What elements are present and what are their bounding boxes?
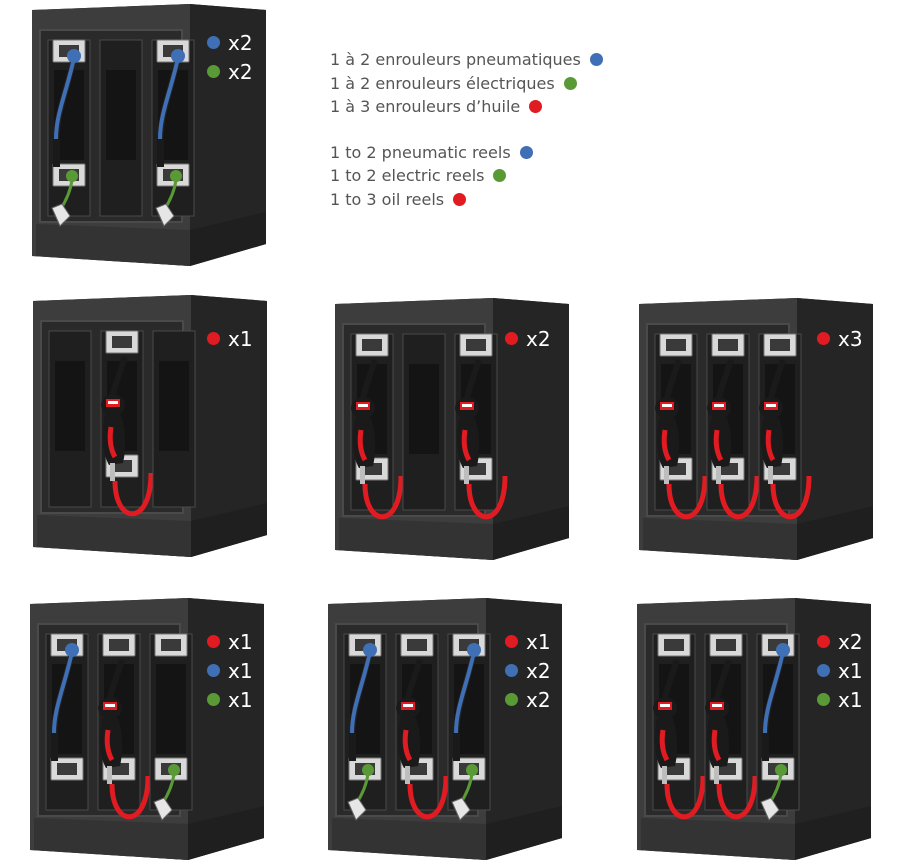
cabinet-config-6 (326, 598, 564, 866)
cabinet-config-1 (30, 4, 268, 272)
pneumatic-dot-icon (207, 36, 220, 49)
reel-count: x1 (207, 324, 253, 353)
reel-count-badges-4: x3 (817, 324, 863, 353)
legend-item-fr-oil: 1 à 3 enrouleurs d’huile (330, 95, 603, 119)
legend-label: 1 à 2 enrouleurs pneumatiques (330, 50, 581, 70)
electric-dot-icon (493, 169, 507, 183)
reel-count-badges-3: x2 (505, 324, 551, 353)
electric-dot-icon (817, 693, 830, 706)
reel-count: x1 (207, 627, 253, 656)
reel-count: x1 (817, 656, 863, 685)
reel-count: x2 (817, 627, 863, 656)
reel-count: x2 (505, 685, 551, 714)
oil-dot-icon (817, 635, 830, 648)
cabinet-config-4 (637, 298, 875, 566)
electric-dot-icon (207, 65, 220, 78)
legend-item-fr-pneumatic: 1 à 2 enrouleurs pneumatiques (330, 48, 603, 72)
oil-dot-icon (207, 332, 220, 345)
cabinet-config-2 (31, 295, 269, 563)
legend-label: 1 to 2 pneumatic reels (330, 142, 511, 162)
electric-dot-icon (207, 693, 220, 706)
legend-item-en-oil: 1 to 3 oil reels (330, 188, 603, 212)
reel-count: x2 (505, 324, 551, 353)
legend: 1 à 2 enrouleurs pneumatiques 1 à 2 enro… (330, 48, 603, 211)
reel-count-badges-2: x1 (207, 324, 253, 353)
legend-label: 1 à 2 enrouleurs électriques (330, 73, 555, 93)
reel-count: x2 (505, 656, 551, 685)
oil-dot-icon (505, 635, 518, 648)
cabinet-config-7 (635, 598, 873, 866)
legend-label: 1 to 2 electric reels (330, 166, 485, 186)
legend-item-en-electric: 1 to 2 electric reels (330, 164, 603, 188)
oil-dot-icon (207, 635, 220, 648)
legend-label: 1 to 3 oil reels (330, 189, 445, 209)
reel-count-badges-1: x2 x2 (207, 28, 253, 86)
pneumatic-dot-icon (817, 664, 830, 677)
pneumatic-dot-icon (505, 664, 518, 677)
cabinet-config-5 (28, 598, 266, 866)
reel-count: x1 (207, 685, 253, 714)
cabinet-config-3 (333, 298, 571, 566)
pneumatic-dot-icon (589, 53, 603, 67)
reel-count: x3 (817, 324, 863, 353)
reel-count-badges-6: x1 x2 x2 (505, 627, 551, 714)
electric-dot-icon (505, 693, 518, 706)
reel-count-badges-5: x1 x1 x1 (207, 627, 253, 714)
oil-dot-icon (505, 332, 518, 345)
electric-dot-icon (563, 76, 577, 90)
reel-count: x1 (505, 627, 551, 656)
pneumatic-dot-icon (519, 145, 533, 159)
oil-dot-icon (529, 100, 543, 114)
legend-item-fr-electric: 1 à 2 enrouleurs électriques (330, 72, 603, 96)
reel-count: x1 (817, 685, 863, 714)
reel-count: x2 (207, 28, 253, 57)
reel-count: x2 (207, 57, 253, 86)
legend-label: 1 à 3 enrouleurs d’huile (330, 97, 521, 117)
pneumatic-dot-icon (207, 664, 220, 677)
reel-count-badges-7: x2 x1 x1 (817, 627, 863, 714)
oil-dot-icon (817, 332, 830, 345)
reel-count: x1 (207, 656, 253, 685)
legend-item-en-pneumatic: 1 to 2 pneumatic reels (330, 141, 603, 165)
oil-dot-icon (453, 192, 467, 206)
